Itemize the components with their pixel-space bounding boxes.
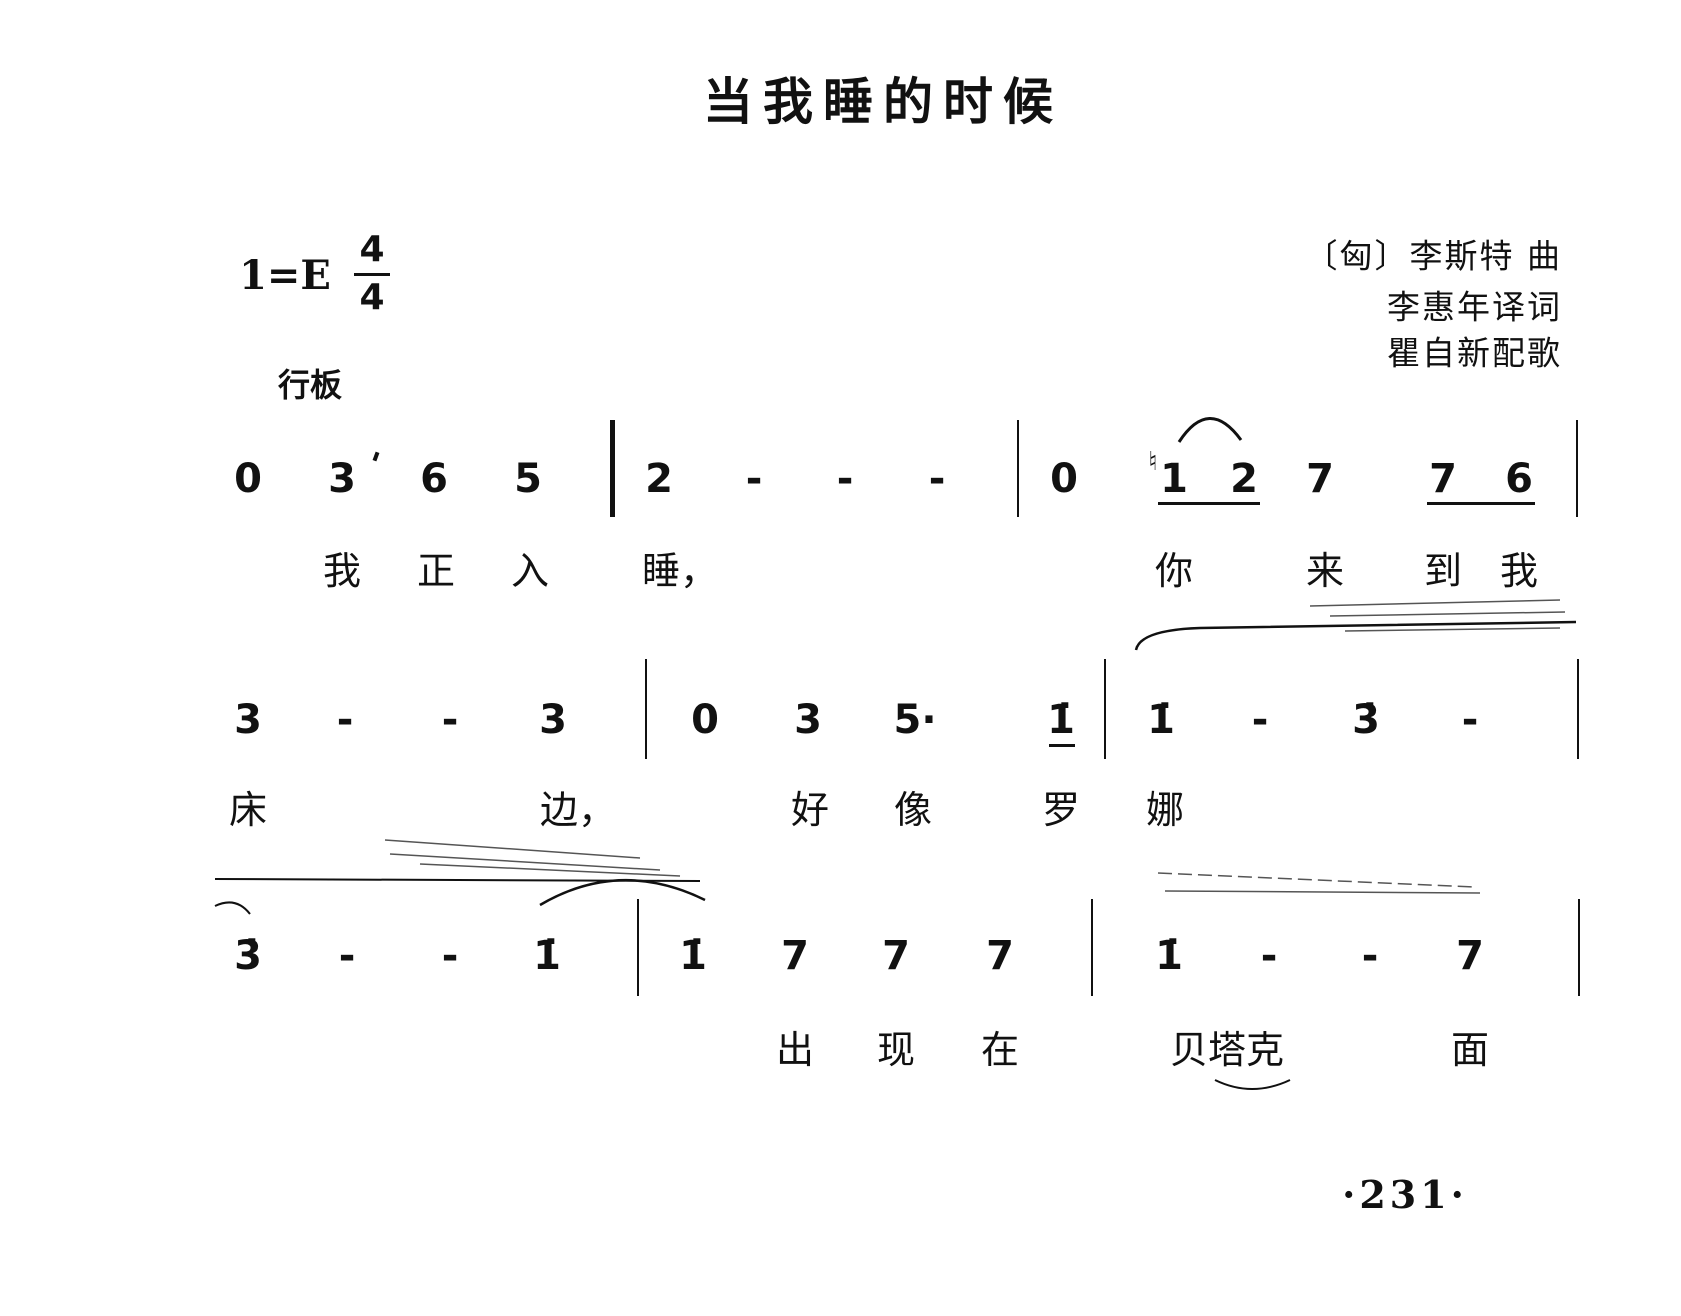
lyric: 我 [1499,549,1539,593]
beam-underline [1427,502,1535,505]
note-dash: - [336,697,354,743]
lyric: 面 [1450,1028,1490,1072]
note: 7 [1306,456,1334,502]
barline [610,420,615,517]
note: 5· [893,697,937,743]
note-dash: - [1461,697,1479,743]
note-dash: - [1361,933,1379,979]
barline [1017,420,1019,517]
lyric: 出 [775,1028,815,1072]
lyric: 罗 [1041,788,1081,832]
beam-underline [1158,502,1260,505]
note: 1̇ [1147,697,1175,743]
barline [1091,899,1093,996]
note-dash: - [441,933,459,979]
note-dash: - [441,697,459,743]
note: 3 [234,697,262,743]
note: 7 [781,933,809,979]
lyric: 边， [539,788,617,832]
barline [1577,659,1579,759]
note: 3̇ [1352,697,1380,743]
barline [1576,420,1578,517]
note: 0 [234,456,262,502]
note: 3̇ [234,933,262,979]
note: 1̇ [679,933,707,979]
note: 2 [645,456,673,502]
tempo-marking: 行板 [277,366,343,404]
note: 7 [1429,456,1457,502]
lyric: 好 [790,788,830,832]
note: 1 [1160,456,1188,502]
note: 3 [328,456,356,502]
note: 7 [882,933,910,979]
time-signature-divider [354,273,390,276]
barline [645,659,647,759]
note: 6 [420,456,448,502]
time-signature-top: 4 [359,229,385,270]
note: 6 [1505,456,1533,502]
note: 5 [514,456,542,502]
lyric: 贝塔克 [1169,1028,1285,1072]
note-dash: - [836,456,854,502]
lyric: 像 [893,788,933,832]
beam-underline [1049,744,1075,747]
song-title: 当我睡的时候 [703,72,1063,131]
lyric: 睡， [641,549,719,593]
credit-composer: 〔匈〕李斯特 曲 [1304,236,1562,276]
note-dash: - [928,456,946,502]
natural-sign: ♮ [1148,447,1158,477]
barline [1578,899,1580,996]
lyric: 入 [510,549,550,593]
barline [1104,659,1106,759]
note: 2 [1230,456,1258,502]
note: 1̇ [1155,933,1183,979]
lyric: 到 [1423,549,1463,593]
credit-translator: 李惠年译词 [1387,287,1562,327]
lyric: 床 [228,788,268,832]
note-dash: - [338,933,356,979]
time-signature-bottom: 4 [359,277,385,318]
key-signature: 1=E [239,252,331,299]
note: 3 [539,697,567,743]
lyric: 你 [1154,549,1194,593]
note: 0 [1050,456,1078,502]
note: 7 [1456,933,1484,979]
note: 1̇ [1047,697,1075,743]
page-number: ·231· [1342,1172,1468,1217]
note-dash: - [745,456,763,502]
lyric: 正 [416,549,456,593]
note-dash: - [1260,933,1278,979]
note: 3 [794,697,822,743]
note-dash: - [1251,697,1269,743]
note: 1̇ [533,933,561,979]
lyric: 来 [1305,549,1345,593]
lyric: 在 [980,1028,1020,1072]
credit-arranger: 瞿自新配歌 [1387,333,1562,373]
lyric: 现 [876,1028,916,1072]
note: 7 [986,933,1014,979]
lyric: 娜 [1145,788,1185,832]
note: 0 [691,697,719,743]
lyric: 我 [322,549,362,593]
barline [637,899,639,996]
